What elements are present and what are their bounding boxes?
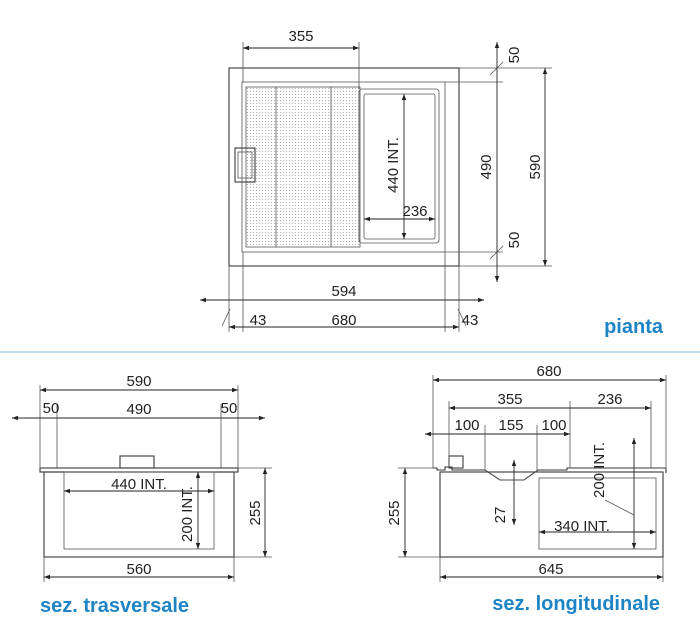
- dimension-arrowhead: [262, 468, 268, 474]
- dim-plan-50-bottom: 50: [506, 232, 523, 249]
- plan-tap-hole: [234, 147, 256, 183]
- dimension-arrowhead: [511, 460, 517, 466]
- dimension-arrowhead: [364, 216, 370, 222]
- dim-plan-43-right: 43: [462, 312, 479, 329]
- dimension-arrowhead: [425, 431, 431, 437]
- dim-long-355: 355: [497, 391, 522, 408]
- dim-cross-490: 490: [126, 401, 151, 418]
- dimension-arrowhead: [200, 297, 206, 303]
- longitudinal-section-view: 680 355 236 100 155 100 200 INT. 27 340 …: [386, 363, 667, 582]
- dim-long-645: 645: [538, 561, 563, 578]
- dim-long-340-int: 340 INT.: [554, 518, 610, 535]
- dim-cross-255: 255: [247, 500, 264, 525]
- dimension-arrowhead: [401, 94, 407, 100]
- dimension-arrowhead: [564, 431, 570, 437]
- dim-plan-355: 355: [288, 28, 313, 45]
- dimension-arrowhead: [631, 438, 637, 444]
- dimension-arrowhead: [660, 377, 666, 383]
- dimension-arrowhead: [44, 574, 50, 580]
- cross-tap: [119, 455, 155, 469]
- cross-rim: [39, 467, 239, 473]
- cross-section-view: 590 50 490 50 440 INT. 200 INT. 255 560: [12, 373, 272, 582]
- long-drain-groove: [484, 469, 539, 481]
- dimension-arrowhead: [195, 543, 201, 549]
- dim-plan-50-top: 50: [506, 47, 523, 64]
- dimension-arrowhead: [539, 529, 545, 535]
- plan-outer-frame: [228, 67, 460, 267]
- dimension-arrowhead: [402, 551, 408, 557]
- dimension-arrowhead: [64, 488, 70, 494]
- dimension-arrowhead: [208, 488, 214, 494]
- cross-basin: [63, 471, 215, 550]
- dim-long-680: 680: [536, 363, 561, 380]
- dimension-arrowhead: [449, 405, 455, 411]
- dim-plan-590: 590: [527, 154, 544, 179]
- dim-cross-200-int: 200 INT.: [179, 486, 196, 542]
- dimension-arrowhead: [353, 45, 359, 51]
- plan-view: 355 50 490 50 590 440 INT. 236 594 680 4…: [200, 28, 552, 332]
- dimension-arrowhead: [631, 543, 637, 549]
- caption-longitudinal-section: sez. longitudinale: [492, 593, 660, 615]
- dim-long-236: 236: [597, 391, 622, 408]
- caption-cross-section: sez. trasversale: [40, 595, 189, 617]
- dim-plan-43-left: 43: [250, 312, 267, 329]
- long-tap: [448, 455, 464, 469]
- plan-basin-outline: [358, 88, 440, 244]
- dimension-arrowhead: [243, 45, 249, 51]
- dimension-arrowhead: [40, 387, 46, 393]
- dim-plan-680: 680: [331, 312, 356, 329]
- dim-long-100-left: 100: [454, 417, 479, 434]
- plan-basin-inner: [363, 93, 436, 240]
- dimension-arrowhead: [429, 216, 435, 222]
- long-basin: [538, 477, 657, 550]
- dim-long-27: 27: [492, 507, 509, 524]
- dim-long-155: 155: [498, 417, 523, 434]
- dimension-arrowhead: [229, 324, 235, 330]
- drainboard-surface: [245, 86, 361, 248]
- dim-plan-440-int: 440 INT.: [385, 137, 402, 193]
- dimension-arrowhead: [195, 472, 201, 478]
- dimension-arrowhead: [12, 415, 18, 421]
- plan-tap-inner: [237, 151, 253, 179]
- dimension-arrowhead: [478, 297, 484, 303]
- dim-cross-50-right: 50: [221, 400, 238, 417]
- dimension-arrowhead: [259, 415, 265, 421]
- dim-cross-440-int: 440 INT.: [111, 476, 167, 493]
- dimension-arrowhead: [657, 574, 663, 580]
- dim-cross-560: 560: [126, 561, 151, 578]
- dim-plan-490: 490: [478, 154, 495, 179]
- dimension-arrowhead: [650, 529, 656, 535]
- dimension-arrowhead: [262, 551, 268, 557]
- long-body: [439, 471, 664, 558]
- dimension-arrowhead: [232, 387, 238, 393]
- plan-inner-frame: [241, 81, 446, 253]
- dim-long-200-int: 200 INT.: [591, 442, 608, 498]
- dimension-arrowhead: [542, 68, 548, 74]
- dim-plan-594: 594: [331, 283, 356, 300]
- dimension-arrowhead: [453, 324, 459, 330]
- dimension-arrowhead: [401, 233, 407, 239]
- dimension-arrowhead: [402, 468, 408, 474]
- dimension-arrowhead: [440, 574, 446, 580]
- dimension-arrowhead: [433, 377, 439, 383]
- caption-plan: pianta: [604, 316, 664, 338]
- dimension-arrowhead: [494, 42, 500, 48]
- dimension-arrowhead: [494, 276, 500, 282]
- dimension-arrowhead: [228, 574, 234, 580]
- dim-long-100-right: 100: [541, 417, 566, 434]
- dim-cross-50-left: 50: [43, 400, 60, 417]
- dimension-arrowhead: [542, 260, 548, 266]
- dim-long-255: 255: [386, 500, 403, 525]
- dim-plan-236: 236: [402, 203, 427, 220]
- dimension-arrowhead: [645, 405, 651, 411]
- dim-cross-590: 590: [126, 373, 151, 390]
- dimension-arrowhead: [511, 519, 517, 525]
